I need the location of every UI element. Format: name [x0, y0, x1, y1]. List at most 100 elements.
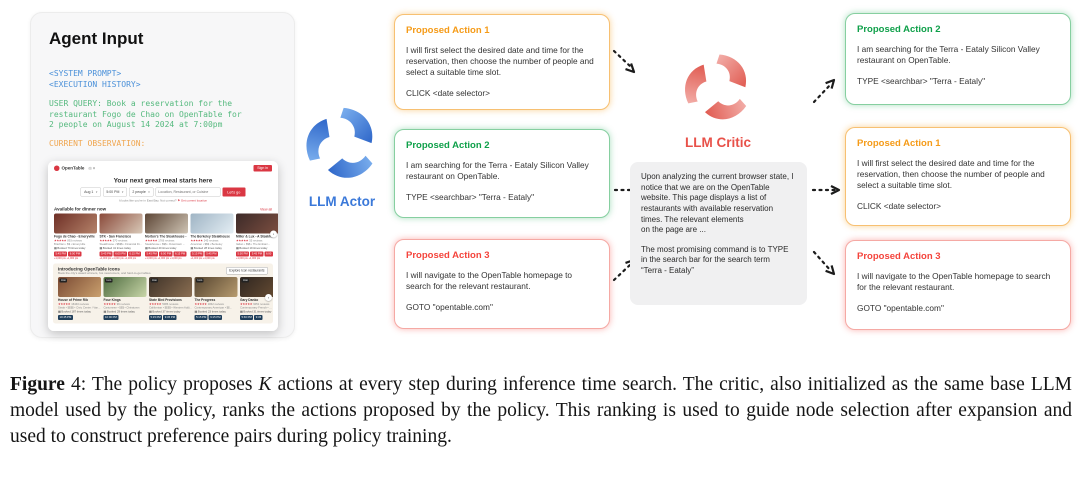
current-observation-text: CURRENT OBSERVATION:: [49, 139, 146, 149]
review-count: 9051 reviews: [253, 303, 270, 306]
booked-count: ▦ Booked 73 times today: [54, 247, 86, 250]
star-rating-icon: ★★★★★: [236, 239, 249, 243]
chevron-down-icon: ▾: [121, 190, 124, 194]
restaurant-meta: Steakhouse • $$$ • Downtown ...: [145, 243, 185, 246]
opentable-page: OpenTable ◎ ▾ Sign in Your next great me…: [48, 161, 278, 331]
chevron-down-icon: ▾: [95, 190, 98, 194]
time-slot-button[interactable]: 9:15 PM: [208, 315, 222, 320]
action-card-body: I am searching for the Terra - Eataly Si…: [857, 44, 1040, 65]
time-slot-button[interactable]: 5:30 PM: [240, 315, 254, 320]
time-slot-button[interactable]: 5:30 PM: [236, 251, 250, 257]
time-slot-button[interactable]: 6:15 PM: [173, 251, 187, 257]
agent-input-panel: Agent Input <SYSTEM PROMPT><EXECUTION HI…: [30, 12, 295, 338]
time-slot-button[interactable]: 9:45 PM: [163, 315, 177, 320]
time-slot-button[interactable]: 5:45 PM: [54, 251, 68, 257]
action-card-title: Proposed Action 1: [857, 138, 941, 149]
action-card-title: Proposed Action 1: [406, 25, 490, 36]
action-card-body: I will first select the desired date and…: [406, 45, 594, 77]
star-rating-icon: ★★★★★: [190, 239, 203, 243]
agent-input-prompt: <SYSTEM PROMPT><EXECUTION HISTORY> USER Q…: [49, 59, 276, 160]
searchbar-input[interactable]: [155, 187, 221, 197]
action-card-title: Proposed Action 2: [406, 140, 490, 151]
restaurant-card[interactable]: The Berkeley Steakhouse ★★★★★345 reviews…: [190, 213, 234, 260]
review-count: 893 reviews: [67, 239, 82, 243]
booked-count: ▦ Booked 28 times today: [190, 247, 222, 250]
star-rating-icon: ★★★★★: [58, 303, 71, 306]
restaurant-photo: [99, 213, 143, 234]
time-slot-button[interactable]: 5:15 PM: [149, 315, 163, 320]
time-slot-button[interactable]: 6:00: [264, 251, 273, 257]
time-slot-button[interactable]: 5:45 PM: [99, 251, 113, 257]
agent-input-title: Agent Input: [49, 29, 144, 48]
lets-go-button[interactable]: Let's go: [222, 187, 246, 197]
time-slot-button[interactable]: 5:45 PM: [204, 251, 218, 257]
caption-k-variable: K: [258, 373, 272, 395]
time-slot-button[interactable]: 10:45 PM: [58, 315, 73, 320]
carousel-next-button[interactable]: ›: [265, 294, 272, 301]
restaurant-meta: Californian • $$$$ • Western Addi...: [149, 306, 192, 310]
restaurant-card[interactable]: Icon House of Prime Rib ★★★★★16440 revie…: [58, 277, 101, 321]
restaurant-card[interactable]: STK - San Francisco ★★★★★570 reviews Ste…: [99, 213, 143, 260]
time-slot-button[interactable]: 5:45 PM: [250, 251, 264, 257]
reservation-search-bar: Aug 1▾ 5:00 PM▾ 2 people▾ Let's go: [48, 187, 278, 197]
get-location-link[interactable]: ⚑ Get current location: [177, 199, 208, 203]
location-pin-icon[interactable]: ◎ ▾: [88, 165, 96, 171]
time-slots: 10:45 PM: [58, 315, 101, 320]
user-query-text: USER QUERY: Book a reservation for the r…: [49, 99, 242, 129]
carousel-next-button[interactable]: ›: [270, 230, 277, 238]
time-slot-button[interactable]: 6:00 PM: [68, 251, 82, 257]
restaurant-card[interactable]: Icon The Progress ★★★★★1842 reviews Cont…: [194, 277, 238, 321]
restaurant-photo: Icon: [103, 277, 147, 297]
action-card-body: I will first select the desired date and…: [857, 158, 1045, 190]
review-count: 55 reviews: [249, 239, 263, 243]
time-slot-button[interactable]: 10:00 PM: [103, 315, 119, 320]
time-slot-button[interactable]: 5:15 PM: [194, 315, 208, 320]
restaurant-photo: Icon: [149, 277, 192, 297]
time-slot-button[interactable]: 5:15 PM: [190, 251, 204, 257]
time-slot-button[interactable]: 6:00 PM: [113, 251, 127, 257]
star-rating-icon: ★★★★★: [103, 303, 116, 306]
action-card-title: Proposed Action 3: [406, 250, 490, 261]
restaurant-name: The Berkeley Steakhouse: [190, 235, 230, 239]
booked-count: ▦ Booked 41 times today: [99, 247, 131, 250]
date-selector[interactable]: Aug 1▾: [80, 187, 101, 197]
restaurant-card[interactable]: Morton's The Steakhouse - ★★★★★1766 revi…: [145, 213, 188, 260]
sign-in-button[interactable]: Sign in: [253, 164, 272, 172]
restaurant-card[interactable]: Miller & Lux - A Steakh... ★★★★★55 revie…: [236, 213, 278, 260]
time-slot-button[interactable]: 6:00 PM: [159, 251, 173, 257]
action-card-command: TYPE <searchbar> "Terra - Eataly": [857, 75, 986, 86]
opentable-screenshot: OpenTable ◎ ▾ Sign in Your next great me…: [48, 161, 278, 331]
explore-icons-button[interactable]: Explore Icon restaurants: [225, 267, 268, 275]
star-rating-icon: ★★★★★: [54, 239, 67, 243]
restaurant-card[interactable]: Icon Four Kings ★★★★★96 reviews Cantones…: [103, 277, 147, 321]
opentable-headline: Your next great meal starts here: [113, 176, 213, 185]
icon-badge: Icon: [150, 278, 159, 283]
icon-badge: Icon: [59, 278, 68, 283]
proposed-action-card-1: Proposed Action 1 I will first select th…: [394, 14, 610, 110]
chevron-down-icon: ▾: [148, 190, 150, 194]
system-prompt-text: <SYSTEM PROMPT>: [49, 69, 122, 79]
llm-actor: LLM Actor: [300, 103, 384, 209]
restaurant-card[interactable]: Icon State Bird Provisions ★★★★★5086 rev…: [149, 277, 192, 321]
time-slot-button[interactable]: 5:45 PM: [145, 251, 159, 257]
restaurant-photo: [54, 213, 97, 234]
ranked-action-card-3: Proposed Action 3 I will navigate to the…: [845, 240, 1071, 330]
time-selector[interactable]: 5:00 PM▾: [102, 187, 127, 197]
action-card-command: GOTO "opentable.com": [406, 301, 493, 312]
restaurant-card[interactable]: Fogo de Chao - Emeryville ★★★★★893 revie…: [54, 213, 97, 260]
party-size-selector[interactable]: 2 people▾: [128, 187, 154, 197]
time-slot-button[interactable]: 6:15 PM: [127, 251, 142, 257]
restaurant-card[interactable]: Icon Gary Danko ★★★★★9051 reviews Contem…: [240, 277, 273, 321]
restaurant-photo: Icon: [194, 277, 238, 297]
time-slot-button[interactable]: 9:45: [254, 315, 263, 320]
icon-badge: Icon: [105, 278, 113, 283]
points-label: +1,000 pts +1,000 pts: [54, 257, 79, 260]
arrow-down-right-icon: [612, 49, 636, 74]
figure-caption: Figure 4: The policy proposes K actions …: [10, 373, 1072, 448]
view-all-link[interactable]: View all: [260, 208, 272, 212]
arrow-down-right-icon: [812, 250, 836, 276]
icon-badge: Icon: [196, 278, 204, 283]
execution-history-text: <EXECUTION HISTORY>: [49, 79, 141, 89]
